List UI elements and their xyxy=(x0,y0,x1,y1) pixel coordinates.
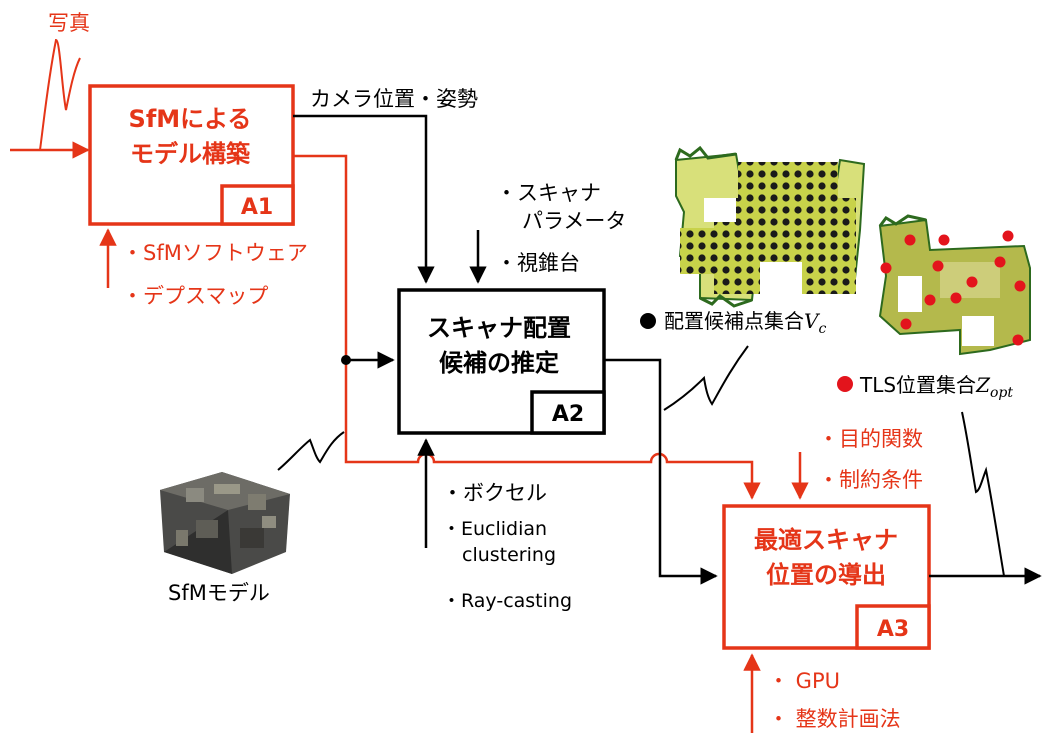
candidates-sub: c xyxy=(818,321,826,337)
tls-position-map xyxy=(878,214,1031,356)
tls-var: Z xyxy=(975,373,991,397)
box-a3-title-line1: 最適スキャナ xyxy=(754,526,898,554)
euclid-line2: clustering xyxy=(462,544,556,566)
voxel-label: ・ボクセル xyxy=(442,481,547,505)
tls-sub: opt xyxy=(990,385,1013,401)
sfm-model-thumbnail xyxy=(160,472,290,574)
ilp-label: ・ 整数計画法 xyxy=(768,707,901,731)
tls-connector xyxy=(961,411,1005,577)
tls-label: TLS位置集合Zopt xyxy=(859,373,1013,401)
box-a1-id: A1 xyxy=(241,195,273,220)
gpu-label: ・ GPU xyxy=(768,669,840,693)
box-a2: スキャナ配置 候補の推定 A2 xyxy=(397,288,606,435)
box-a1-title-line1: SfMによる xyxy=(129,105,252,133)
camera-pose-label: カメラ位置・姿勢 xyxy=(310,87,478,111)
box-a3-title-line2: 位置の導出 xyxy=(766,561,886,589)
depth-map-label: ・デプスマップ xyxy=(122,284,268,308)
constraints-label: ・制約条件 xyxy=(818,468,923,492)
frustum-label: ・視錐台 xyxy=(496,251,580,275)
box-a1-title-line2: モデル構築 xyxy=(130,140,251,168)
raycasting-label: ・Ray-casting xyxy=(442,590,572,612)
candidates-text: 配置候補点集合 xyxy=(664,309,804,333)
a2-output-arrow xyxy=(604,358,718,585)
sfm-model-flow xyxy=(293,154,761,500)
sfm-model-label: SfMモデル xyxy=(168,581,270,605)
box-a2-title-line1: スキャナ配置 xyxy=(427,314,571,342)
sfm-software-label: ・SfMソフトウェア xyxy=(122,241,308,265)
box-a2-title-line2: 候補の推定 xyxy=(439,349,559,377)
sfm-model-connector xyxy=(277,431,345,471)
objective-label: ・目的関数 xyxy=(818,427,923,451)
camera-pose-arrow xyxy=(293,114,435,284)
candidates-var: V xyxy=(804,309,821,333)
box-a3-id-cell xyxy=(855,604,931,650)
box-a2-id: A2 xyxy=(552,402,584,427)
candidate-point-map xyxy=(674,145,866,308)
scanner-params-line2: パラメータ xyxy=(522,209,626,233)
candidate-connector xyxy=(663,345,749,411)
scanner-params-line1: ・スキャナ xyxy=(496,181,601,205)
tls-text: TLS位置集合 xyxy=(859,373,976,397)
box-a1-id-cell xyxy=(220,184,295,226)
box-a1: SfMによる モデル構築 A1 xyxy=(88,84,295,226)
box-a3-id: A3 xyxy=(877,617,909,642)
box-a2-id-cell xyxy=(530,390,606,435)
euclid-line1: ・Euclidian xyxy=(442,518,547,540)
tls-bullet xyxy=(837,376,853,392)
candidate-bullet xyxy=(640,313,656,329)
candidates-label: 配置候補点集合Vc xyxy=(664,309,826,337)
photo-connector xyxy=(18,38,81,151)
photo-label: 写真 xyxy=(48,11,90,35)
box-a3: 最適スキャナ 位置の導出 A3 xyxy=(722,504,931,650)
